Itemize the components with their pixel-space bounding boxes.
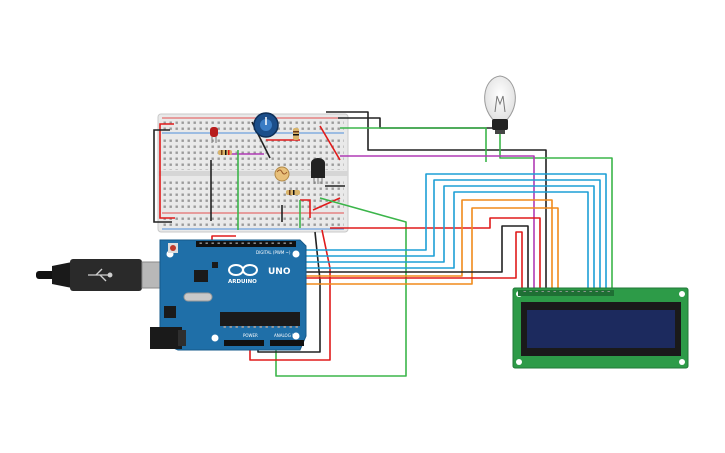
brand-label: ARDUINO: [228, 279, 257, 285]
lcd-16x2[interactable]: [512, 287, 689, 369]
photoresistor[interactable]: [274, 166, 290, 182]
temperature-sensor[interactable]: [311, 158, 325, 184]
reset-button[interactable]: [170, 245, 176, 251]
transistor-icon: [311, 158, 325, 178]
resistor-1[interactable]: [218, 150, 232, 155]
lcd-screen: [527, 310, 675, 348]
arduino-uno[interactable]: UNO ARDUINO DIGITAL (PWM ~) POWER ANALOG…: [150, 239, 307, 351]
digital-label: DIGITAL (PWM ~): [256, 250, 291, 255]
usb-cable[interactable]: [36, 259, 169, 291]
wires-long: [211, 111, 613, 377]
breadboard[interactable]: [157, 113, 349, 233]
usb-plug-icon: [88, 268, 113, 282]
arduino-logo-icon: [228, 264, 258, 276]
power-label: POWER: [243, 333, 258, 338]
ldr-icon: [274, 166, 290, 182]
model-label: UNO: [268, 267, 291, 277]
bulb-icon: [484, 75, 516, 125]
light-bulb[interactable]: [484, 75, 516, 134]
led-icon: [210, 127, 218, 137]
resistor-3[interactable]: [286, 190, 300, 195]
analog-label: ANALOG IN: [274, 333, 296, 338]
red-led[interactable]: [210, 127, 218, 143]
resistor-2[interactable]: [293, 128, 299, 140]
potentiometer[interactable]: [253, 112, 279, 138]
atmega-chip: [220, 312, 300, 326]
wires-breadboard: [153, 121, 345, 230]
